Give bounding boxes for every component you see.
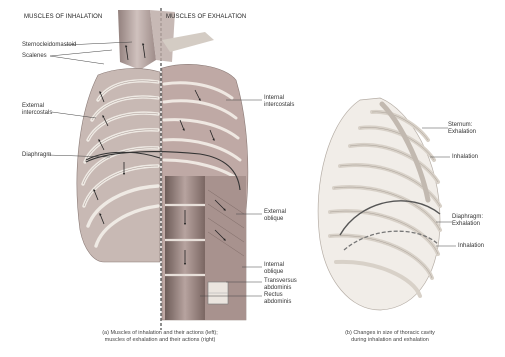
thoracic-cavity-view [318,98,440,310]
label-diaphragm: Diaphragm [22,152,51,159]
label-sternum-inhalation: Inhalation [452,154,478,161]
caption-b: (b) Changes in size of thoracic cavity d… [310,330,470,343]
caption-a: (a) Muscles of inhalation and their acti… [60,330,260,343]
label-scalenes: Scalenes [22,53,47,60]
header-exhalation: MUSCLES OF EXHALATION [166,14,246,20]
label-internal-intercostals: Internal intercostals [264,95,294,109]
label-external-intercostals: External intercostals [22,103,52,117]
label-sternocleidomastoid: Sternocleidomastoid [22,42,76,49]
label-sternum-exhalation: Sternum: Exhalation [448,122,476,136]
label-transversus-abdominis: Transversus abdominis [264,278,297,292]
header-inhalation: MUSCLES OF INHALATION [24,14,102,20]
label-diaphragm-exhalation: Diaphragm: Exhalation [452,214,483,228]
label-diaphragm-inhalation: Inhalation [458,243,484,250]
neck-muscles [118,10,156,70]
label-external-oblique: External oblique [264,209,286,223]
label-rectus-abdominis: Rectus abdominis [264,292,291,306]
label-internal-oblique: Internal oblique [264,262,284,276]
rectus-abdominis-shape [165,176,205,320]
